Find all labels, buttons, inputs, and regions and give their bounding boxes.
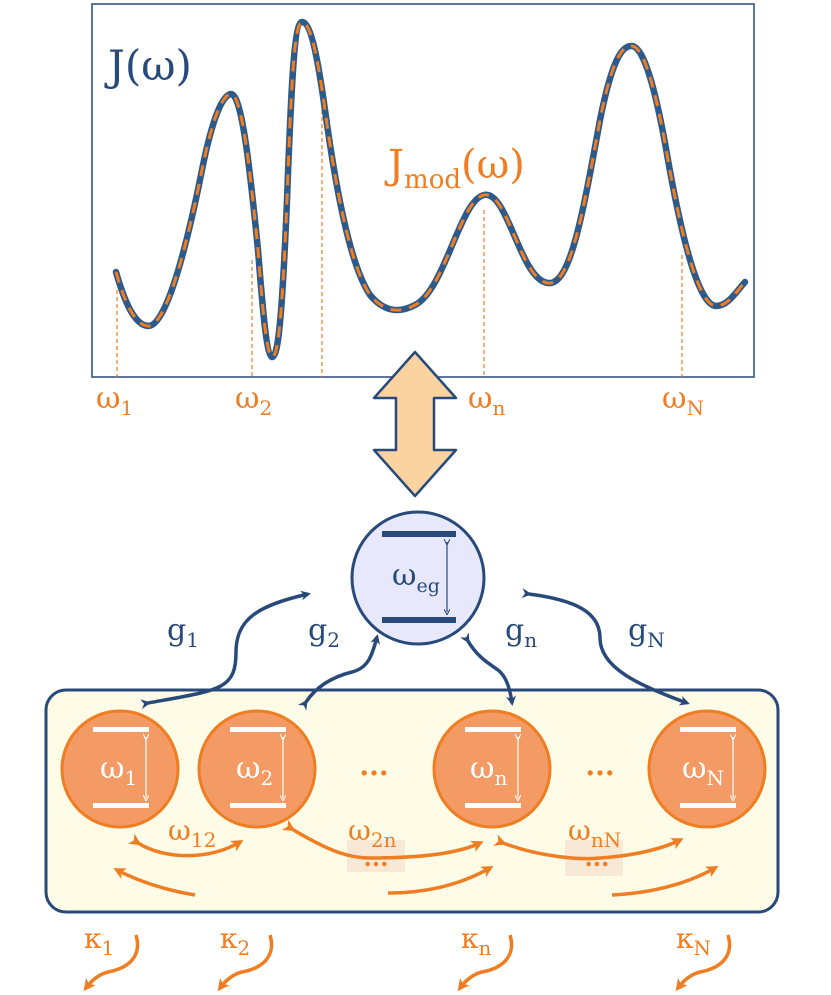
decay-label-2: κ2 bbox=[220, 922, 250, 960]
mode-coupling-label-2n: ω2n bbox=[348, 814, 397, 852]
mode-lower-level-n bbox=[465, 803, 521, 808]
mode-n: ωn bbox=[432, 709, 552, 829]
mode-coupling-arrow-2n bbox=[282, 819, 484, 860]
mode-circle-1 bbox=[60, 709, 180, 829]
mode-label-1: ω1 bbox=[100, 751, 137, 790]
model-spectral-density-curve bbox=[114, 20, 747, 359]
coupling-ellipsis-2n: ... bbox=[363, 843, 388, 872]
freq-label-1: ω1 bbox=[96, 381, 133, 420]
decay-arrow-1 bbox=[83, 934, 140, 992]
system-frequency-label: ωeg bbox=[392, 558, 440, 597]
mode-coupling-arrow-1N bbox=[611, 866, 719, 897]
mode-circle-N bbox=[647, 709, 767, 829]
system-lower-level bbox=[382, 617, 456, 623]
mode-coupling-arrow-1n-right bbox=[387, 866, 494, 895]
decay-label-n: κn bbox=[461, 922, 492, 960]
decay-arrow-2 bbox=[217, 934, 274, 992]
coupling-label-n: gn bbox=[505, 613, 537, 652]
mode-coupling-arrow-12 bbox=[128, 833, 244, 858]
coupling-arrow-n bbox=[460, 632, 517, 706]
freq-label-n: ωn bbox=[468, 381, 505, 420]
mode-lower-level-2 bbox=[230, 803, 286, 808]
coupling-arrows bbox=[140, 588, 690, 711]
mode-label-N: ωN bbox=[682, 751, 724, 790]
decay-label-1: κ1 bbox=[84, 922, 114, 960]
coupling-ellipsis-nN: ... bbox=[584, 843, 609, 872]
mode-upper-level-n bbox=[465, 727, 521, 732]
mode-lower-level-N bbox=[680, 803, 736, 808]
spectral-density-label: J(ω) bbox=[104, 41, 192, 90]
frequency-markers bbox=[116, 110, 683, 377]
mode-upper-level-N bbox=[680, 727, 736, 732]
freq-label-2: ω2 bbox=[235, 381, 272, 420]
coupling-label-1: g1 bbox=[167, 613, 199, 652]
mode-upper-level-2 bbox=[230, 727, 286, 732]
coupling-arrow-1 bbox=[140, 590, 311, 710]
model-spectral-density-label: Jmod(ω) bbox=[384, 142, 525, 195]
system-upper-level bbox=[382, 531, 456, 537]
decay-label-N: κN bbox=[676, 922, 711, 960]
freq-label-N: ωN bbox=[662, 381, 704, 420]
mapping-double-arrow bbox=[372, 350, 458, 498]
decay-arrow-n bbox=[457, 934, 514, 992]
mode-lower-level-1 bbox=[93, 803, 149, 808]
mode-N: ωN bbox=[647, 709, 767, 829]
system-circle bbox=[350, 510, 486, 646]
mode-coupling-arrow-nN bbox=[493, 834, 684, 861]
mode-upper-level-1 bbox=[93, 727, 149, 732]
mode-coupling-label-nN: ωnN bbox=[568, 814, 621, 852]
mode-1: ω1 bbox=[60, 709, 180, 829]
coupling-label-2: g2 bbox=[308, 613, 340, 652]
mode-circle-n bbox=[432, 709, 552, 829]
mode-label-n: ωn bbox=[470, 751, 507, 790]
decay-arrows bbox=[83, 934, 732, 992]
mode-circle-2 bbox=[197, 709, 317, 829]
coupling-arrow-2 bbox=[297, 634, 381, 711]
decay-arrow-N bbox=[675, 934, 732, 992]
mode-2: ω2 bbox=[197, 709, 317, 829]
mode-label-2: ω2 bbox=[236, 751, 273, 790]
mode-coupling-arrows bbox=[113, 819, 719, 897]
mode-coupling-arrow-1n bbox=[113, 868, 196, 897]
mode-ellipsis-1: ... bbox=[359, 749, 388, 782]
mode-coupling-label-12: ω12 bbox=[168, 814, 216, 852]
coupling-arrow-N bbox=[521, 588, 690, 706]
coupling-label-N: gN bbox=[628, 613, 665, 652]
mode-ellipsis-2: ... bbox=[585, 749, 614, 782]
